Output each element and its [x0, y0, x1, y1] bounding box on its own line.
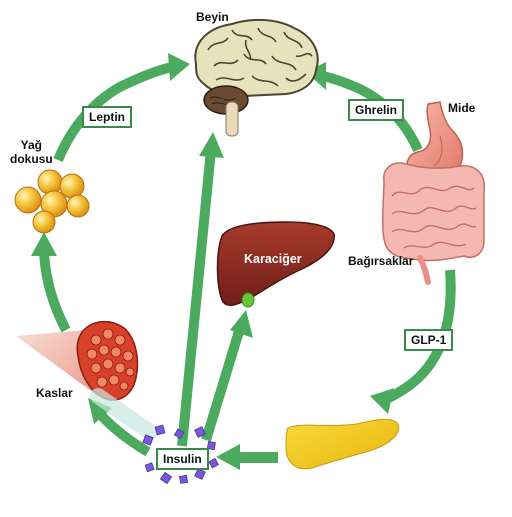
arrow-insulin-to-muscle	[88, 398, 151, 457]
arrow-insulin-to-brain	[177, 132, 224, 447]
fat-tissue-illustration	[14, 169, 90, 234]
arrow-stomach-to-brain	[306, 62, 423, 153]
label-intestines: Bağırsaklar	[348, 254, 414, 268]
label-leptin: Leptin	[82, 106, 132, 128]
label-muscles: Kaslar	[36, 386, 73, 400]
intestines-illustration	[381, 162, 485, 285]
arrow-intestine-to-pancreas	[370, 269, 456, 414]
arrow-muscle-to-fat	[31, 232, 71, 333]
arrow-fat-to-brain	[53, 53, 190, 162]
arrow-pancreas-to-insulin	[216, 444, 278, 470]
insulin-particles	[142, 424, 220, 485]
arrow-insulin-to-liver	[201, 310, 253, 442]
label-fat-tissue: Yağ dokusu	[10, 138, 53, 166]
brain-illustration	[194, 18, 319, 137]
liver-illustration	[216, 221, 335, 308]
label-liver: Karaciğer	[244, 252, 302, 266]
label-glp1: GLP-1	[404, 329, 454, 351]
pancreas-illustration	[285, 418, 400, 470]
label-brain: Beyin	[196, 10, 229, 24]
label-stomach: Mide	[448, 101, 476, 115]
label-insulin: Insulin	[156, 448, 209, 470]
muscle-illustration	[16, 320, 158, 440]
label-ghrelin: Ghrelin	[348, 99, 405, 121]
